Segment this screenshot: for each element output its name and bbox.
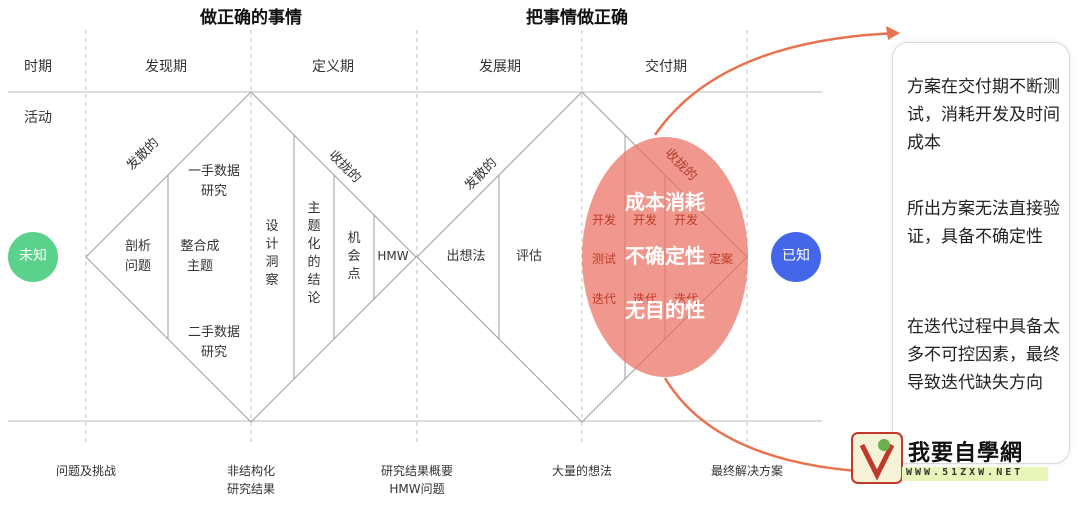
watermark-logo: 我要自學網 WWW.51ZXW.NET xyxy=(850,431,1050,485)
heading-do-things-right: 把事情做正确 xyxy=(526,8,628,28)
notes-panel: 方案在交付期不断测试，消耗开发及时间成本 所出方案无法直接验证，具备不确定性 在… xyxy=(892,42,1070,464)
d2-ideas: 出想法 xyxy=(446,249,486,264)
state-unknown: 未知 xyxy=(19,248,47,264)
d1-analyze-line2: 问题 xyxy=(124,259,152,274)
overlay-aimless: 无目的性 xyxy=(625,298,705,322)
heading-do-right-things: 做正确的事情 xyxy=(200,8,302,28)
overlay-uncertain: 不确定性 xyxy=(625,244,705,268)
cycle-dev-3: 开发 xyxy=(673,213,699,227)
note-uncertain: 所出方案无法直接验证，具备不确定性 xyxy=(907,199,1060,247)
risk-overlay xyxy=(582,137,748,377)
output-final: 最终解决方案 xyxy=(710,464,784,478)
diamond-1 xyxy=(85,91,417,423)
d1-analyze-line1: 剖析 xyxy=(124,239,152,254)
output-summary-1: 研究结果概要 xyxy=(380,464,454,478)
output-unstructured-1: 非结构化 xyxy=(226,464,276,478)
cycle-iterate-1: 迭代 xyxy=(591,292,617,306)
state-known: 已知 xyxy=(782,248,810,264)
note-cost: 方案在交付期不断测试，消耗开发及时间成本 xyxy=(907,77,1060,153)
cycle-dev-2: 开发 xyxy=(632,213,658,227)
d1-secondary-line2: 研究 xyxy=(200,345,228,360)
d1-insight: 设计洞察 xyxy=(265,219,279,288)
phase-discover: 发现期 xyxy=(145,59,187,75)
d1-conclusion: 主题化的结论 xyxy=(307,201,321,306)
arrow-top-head xyxy=(886,26,900,40)
phase-develop: 发展期 xyxy=(479,59,521,75)
watermark-text: 我要自學網 xyxy=(908,441,1024,466)
cycle-iterate-2: 迭代 xyxy=(632,292,658,306)
phase-define: 定义期 xyxy=(312,59,354,75)
phase-dividers xyxy=(85,30,748,445)
note-aimless: 在迭代过程中具备太多不可控因素，最终导致迭代缺失方向 xyxy=(907,317,1060,393)
d1-integrate-line2: 主题 xyxy=(186,259,214,274)
phase-deliver: 交付期 xyxy=(645,59,687,75)
d1-opportunity: 机会点 xyxy=(347,231,361,282)
overlay-cost: 成本消耗 xyxy=(625,190,705,214)
unknown-circle xyxy=(8,232,58,282)
d1-primary-line1: 一手数据 xyxy=(187,164,241,179)
watermark-url: WWW.51ZXW.NET xyxy=(906,467,1024,478)
d1-hmw: HMW xyxy=(377,249,409,263)
arrow-top xyxy=(653,31,899,136)
known-circle xyxy=(771,232,821,282)
output-summary-2: HMW问题 xyxy=(389,482,445,496)
row-label-activity: 活动 xyxy=(24,110,52,126)
output-unstructured-2: 研究结果 xyxy=(226,482,276,496)
output-many-ideas: 大量的想法 xyxy=(551,464,613,478)
row-label-period: 时期 xyxy=(24,59,52,75)
cycle-solution: 定案 xyxy=(708,252,734,266)
d1-primary-line2: 研究 xyxy=(200,184,228,199)
d2-evaluate: 评估 xyxy=(515,249,543,264)
cycle-iterate-3: 迭代 xyxy=(673,292,699,306)
d1-integrate-line1: 整合成 xyxy=(180,239,220,254)
cycle-test-1: 测试 xyxy=(591,252,617,266)
d1-secondary-line1: 二手数据 xyxy=(187,325,241,340)
output-problems: 问题及挑战 xyxy=(55,464,117,478)
cycle-dev-1: 开发 xyxy=(591,213,617,227)
